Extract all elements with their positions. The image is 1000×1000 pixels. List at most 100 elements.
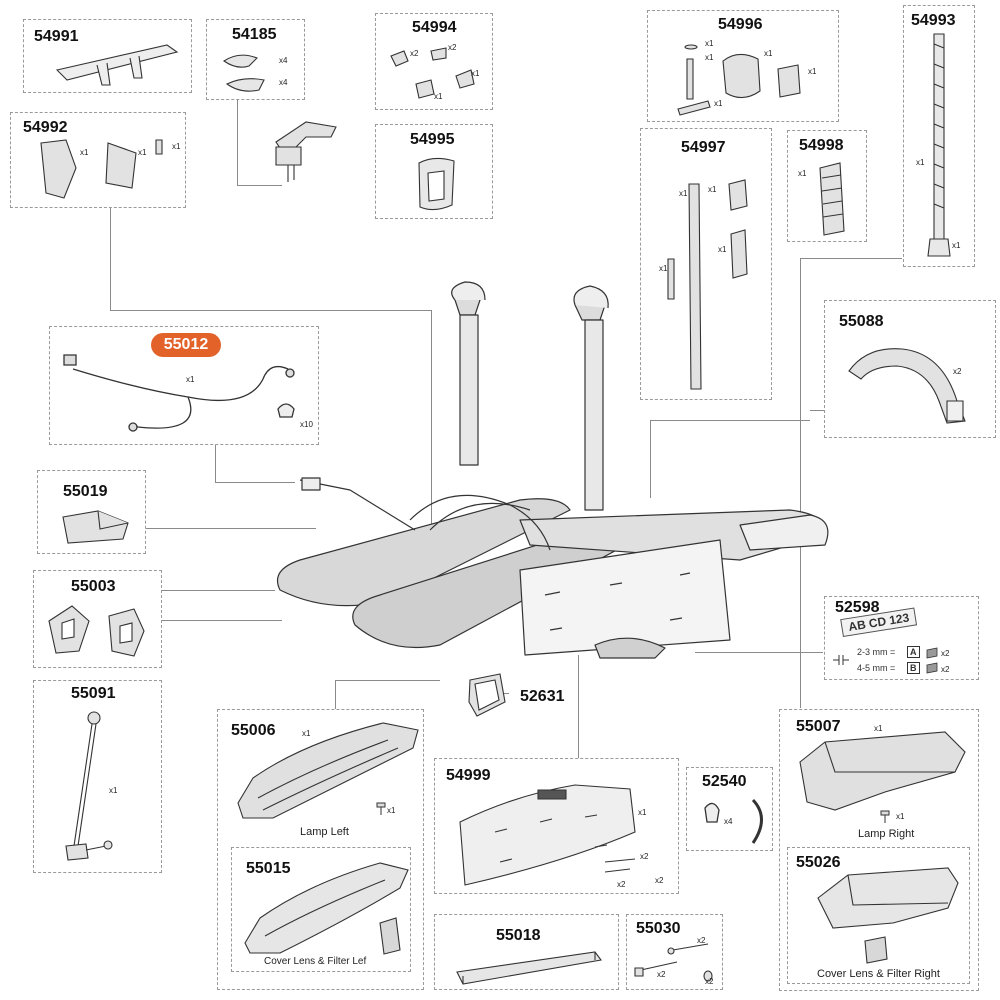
part-box-54185[interactable]: 54185 x4 x4: [206, 19, 305, 100]
part-caption: Lamp Left: [300, 826, 349, 838]
leader-line: [810, 410, 824, 411]
quantity-label: x1: [705, 53, 714, 62]
part-box-55026[interactable]: 55026 Cover Lens & Filter Right: [787, 847, 970, 984]
leader-line: [650, 420, 651, 498]
part-number: 54996: [718, 16, 763, 33]
leader-line: [215, 445, 216, 483]
lamp-left-illustration: [233, 718, 423, 818]
clip-holder-illustration: [465, 672, 510, 720]
part-caption: Lamp Right: [858, 828, 915, 840]
washer-clip-illustration: [219, 46, 279, 96]
rod-illustration: [64, 706, 144, 866]
part-box-54992[interactable]: 54992 x1 x1 x1: [10, 112, 186, 208]
part-number: 55088: [839, 313, 884, 330]
part-number: 52598: [835, 599, 880, 616]
thickness-arrows-icon: [831, 653, 851, 667]
part-box-52598[interactable]: 52598 AB CD 123 2-3 mm = A x2 4-5 mm = B…: [824, 596, 979, 680]
part-box-54993[interactable]: 54993 x1 x1: [903, 5, 975, 267]
screw-icon: [376, 802, 386, 816]
highlighted-part-number: 55012: [151, 333, 221, 357]
part-box-55003[interactable]: 55003: [33, 570, 162, 668]
quantity-label: x1: [679, 189, 688, 198]
quantity-label: x1: [718, 245, 727, 254]
quantity-label: x1: [638, 808, 647, 817]
arm-rail-illustration: [663, 174, 763, 394]
part-box-55030[interactable]: 55030 x2 x2 x2: [626, 914, 723, 990]
leader-line: [237, 185, 282, 186]
quantity-label: x2: [657, 970, 666, 979]
part-box-54996[interactable]: 54996 x1 x1 x1 x1 x1: [647, 10, 839, 122]
part-box-52540[interactable]: 52540 x4: [686, 767, 773, 851]
quantity-label: x1: [798, 169, 807, 178]
quantity-label: x2: [697, 936, 706, 945]
grip-pad-illustration: [816, 163, 846, 238]
strap-holder-illustration: [414, 155, 459, 215]
quantity-label: x2: [640, 852, 649, 861]
leader-line: [110, 310, 432, 311]
leader-line: [578, 655, 579, 758]
leader-line: [800, 258, 801, 708]
end-caps-illustration: [44, 601, 159, 661]
part-number: 54993: [911, 12, 956, 29]
leader-line: [215, 482, 295, 483]
part-box-55015[interactable]: 55015 Cover Lens & Filter Lef: [231, 847, 411, 972]
quantity-label: x10: [300, 420, 313, 429]
part-caption: Cover Lens & Filter Lef: [264, 956, 367, 967]
spacer-chip-icon: [925, 647, 939, 675]
quantity-label: x4: [279, 78, 288, 87]
spacer-key: B: [907, 662, 920, 674]
quantity-label: x2: [941, 649, 950, 658]
quantity-label: x2: [617, 880, 626, 889]
leader-line: [335, 680, 440, 681]
part-box-55088[interactable]: 55088 x2: [824, 300, 996, 438]
part-number-52631[interactable]: 52631: [520, 688, 565, 705]
clamp-lever-illustration: [266, 112, 346, 182]
part-number: 54994: [412, 19, 457, 36]
quantity-label: x1: [874, 724, 883, 733]
part-box-54995[interactable]: 54995: [375, 124, 493, 219]
quantity-label: x2: [941, 665, 950, 674]
part-number: 55018: [496, 927, 541, 944]
quantity-label: x4: [724, 817, 733, 826]
leader-line: [237, 99, 238, 186]
part-box-55019[interactable]: 55019: [37, 470, 146, 554]
lens-cover-illustration: [813, 863, 963, 963]
quantity-label: x2: [448, 43, 457, 52]
part-box-54994[interactable]: 54994 x2 x2 x1 x1: [375, 13, 493, 110]
part-number: 54999: [446, 767, 491, 784]
quantity-label: x1: [172, 142, 181, 151]
part-number: 55007: [796, 718, 841, 735]
small-clips-illustration: [386, 46, 486, 104]
foot-pad-illustration: [58, 509, 133, 547]
quantity-label: x1: [186, 375, 195, 384]
quantity-label: x1: [434, 92, 443, 101]
bolts-illustration: [633, 940, 723, 990]
quantity-label: x2: [705, 977, 714, 986]
part-box-54991[interactable]: 54991: [23, 19, 192, 93]
quantity-label: x1: [714, 99, 723, 108]
leader-line: [110, 207, 111, 310]
part-box-54997[interactable]: 54997 x1 x1 x1 x1: [640, 128, 772, 400]
part-number: 52540: [702, 773, 747, 790]
part-number: 55026: [796, 854, 841, 871]
quantity-label: x2: [655, 876, 664, 885]
spacer-row-label: 4-5 mm =: [857, 663, 896, 673]
quantity-label: x1: [471, 69, 480, 78]
lock-knob-illustration: [678, 41, 828, 121]
leader-line: [162, 620, 282, 621]
part-number: 55030: [636, 920, 681, 937]
quantity-label: x1: [138, 148, 147, 157]
part-number: 55015: [246, 860, 291, 877]
leader-line: [146, 528, 316, 529]
bracket-rail-illustration: [52, 40, 182, 90]
strap-illustration: [926, 34, 956, 264]
leader-line: [695, 652, 823, 653]
license-plate-holder-illustration: [455, 777, 650, 887]
part-box-55018[interactable]: 55018: [434, 914, 619, 990]
tube-illustration: [455, 950, 605, 988]
part-box-55091[interactable]: 55091 x1: [33, 680, 162, 873]
part-box-55012[interactable]: 55012 x1 x10: [49, 326, 319, 445]
part-box-54999[interactable]: 54999 x1 x2 x2 x2: [434, 758, 679, 894]
part-number: 54997: [681, 139, 726, 156]
part-box-54998[interactable]: 54998 x1: [787, 130, 867, 242]
